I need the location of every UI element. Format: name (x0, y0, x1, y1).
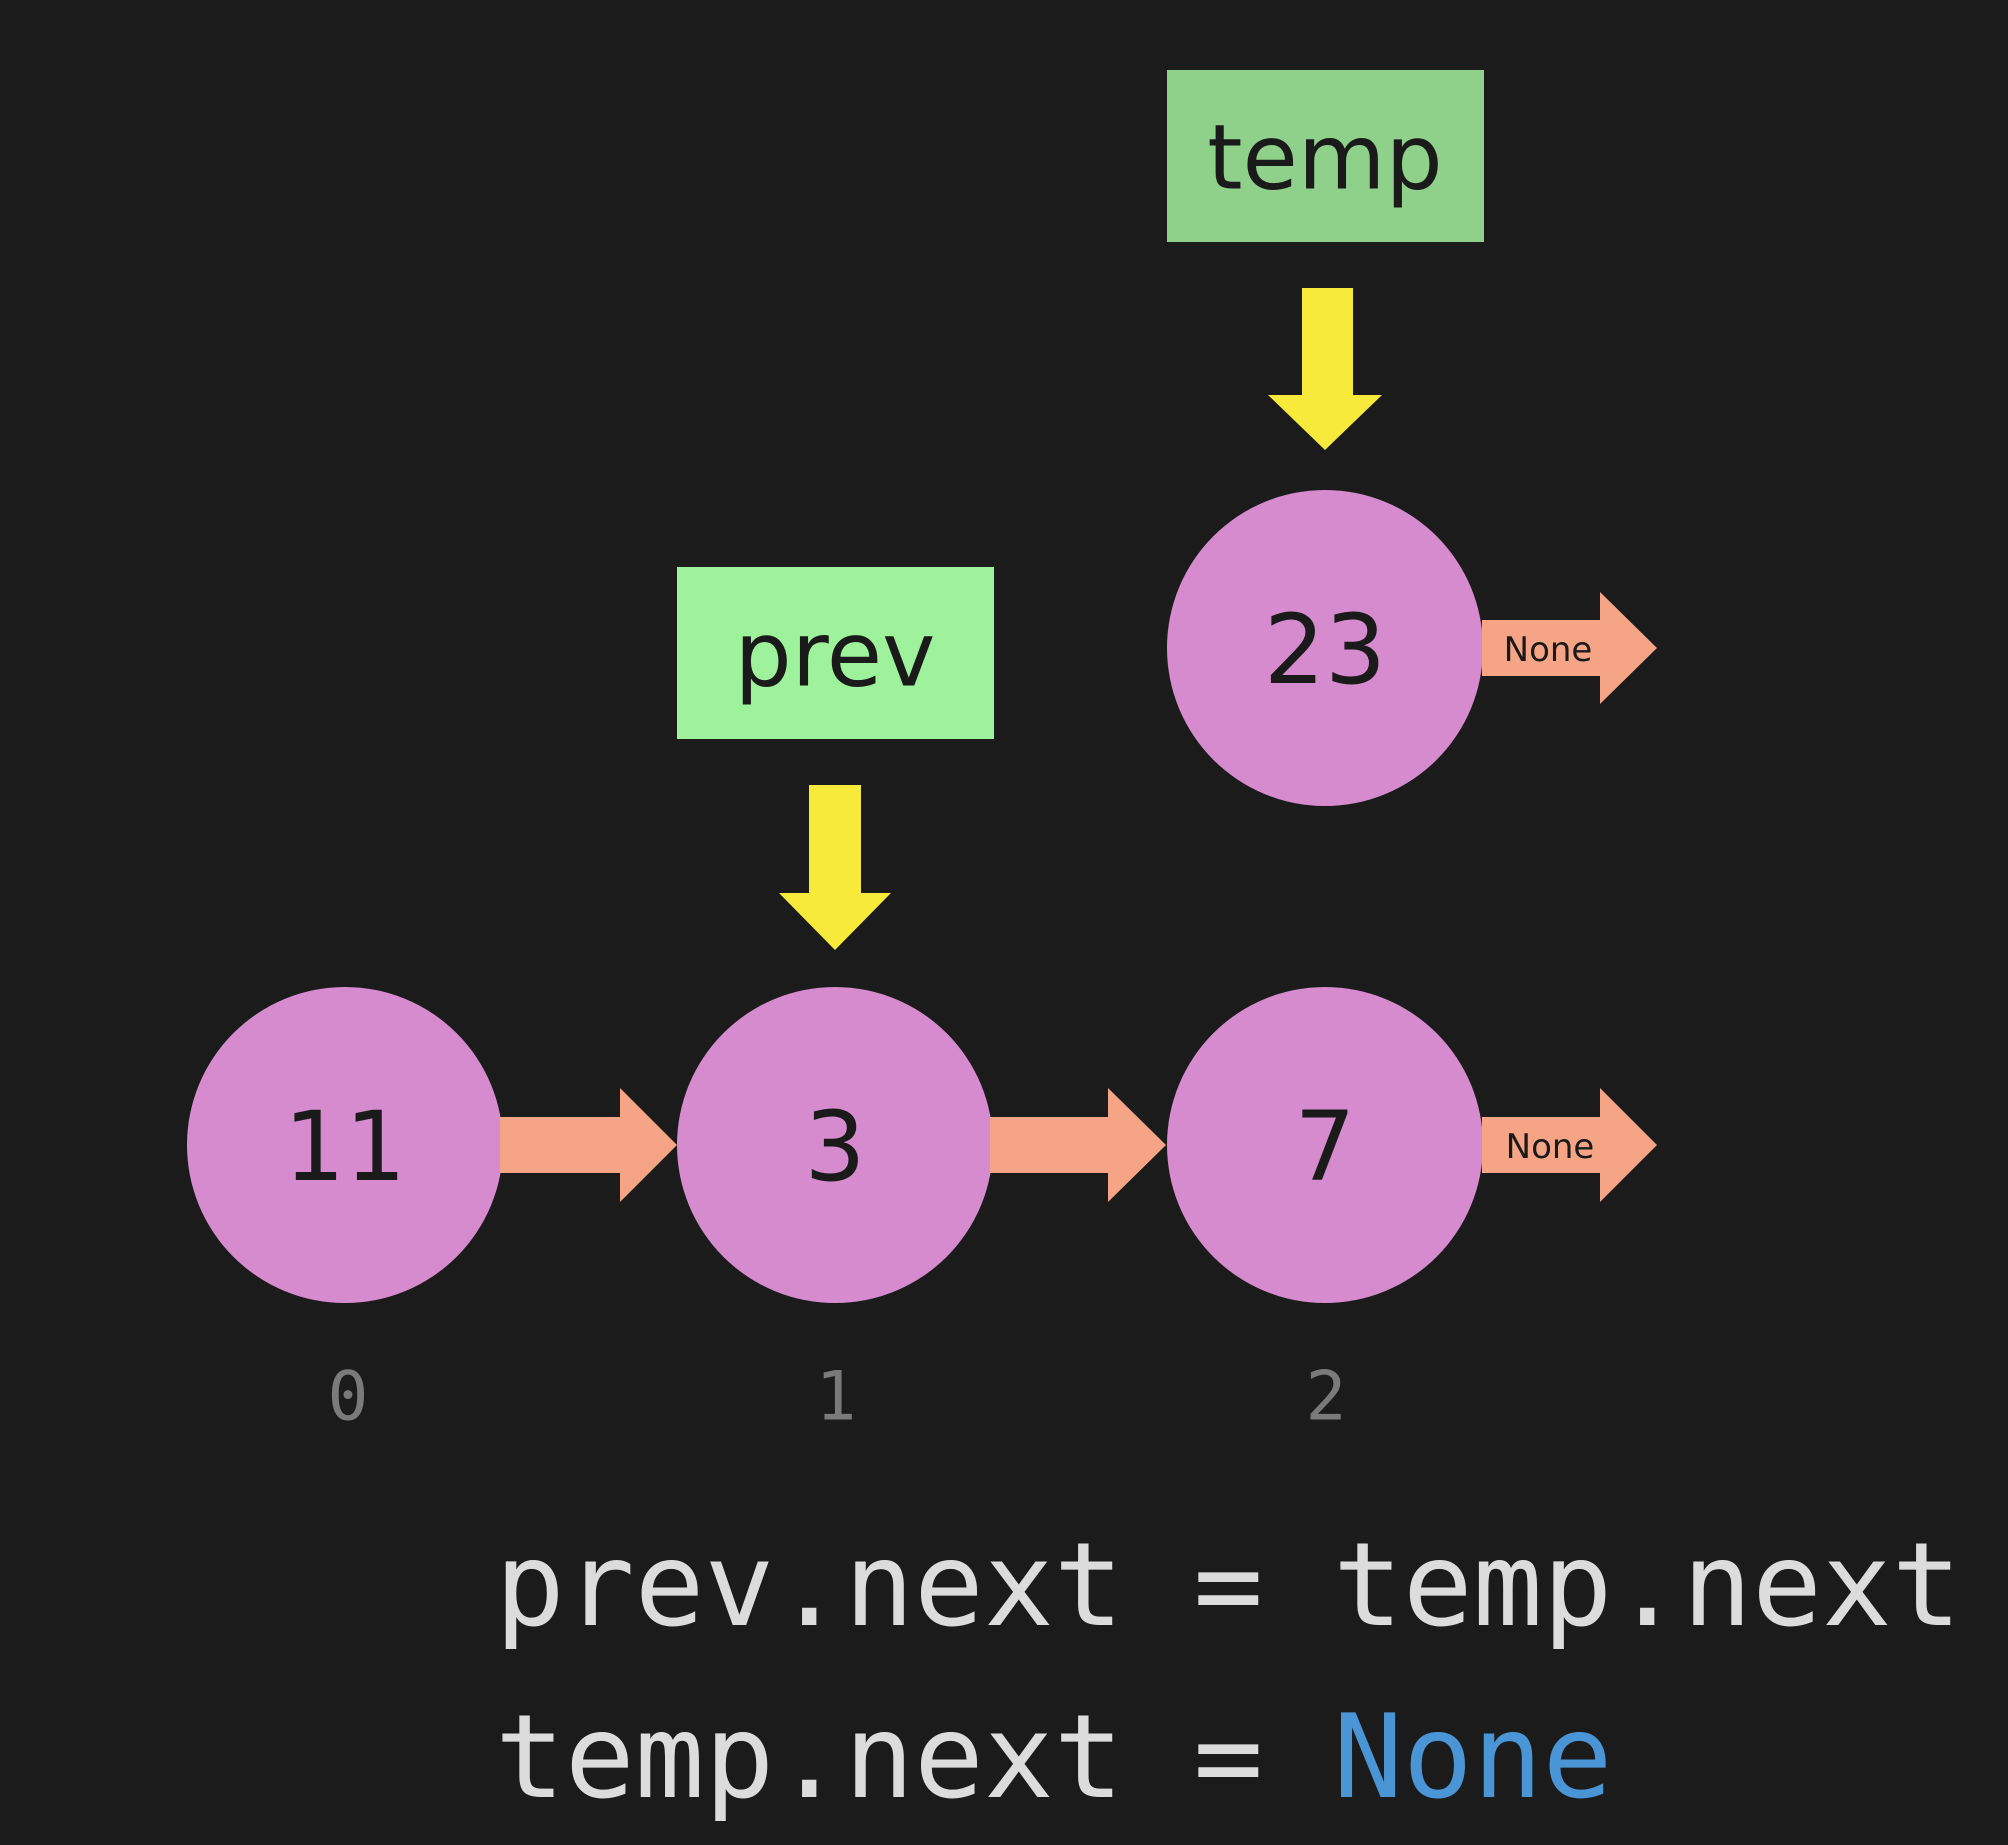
code-line-1: prev.next = temp.next (495, 1518, 1962, 1653)
node-2-value: 7 (1294, 1091, 1355, 1203)
temp-label: temp (1167, 70, 1484, 242)
code-line-2-prefix: temp.next = (495, 1690, 1334, 1825)
temp-label-box (1167, 70, 1484, 242)
node-2: 7 (1167, 987, 1483, 1303)
prev-label-box (677, 567, 994, 739)
node-2-none-arrow-icon (1482, 1088, 1657, 1202)
prev-pointer-arrow-icon (779, 785, 891, 950)
node-0-circle (187, 987, 503, 1303)
link-arrow-1-2-icon (990, 1088, 1166, 1202)
index-1: 1 (816, 1358, 857, 1437)
temp-node-circle (1167, 490, 1483, 806)
temp-label-text: temp (1207, 106, 1442, 211)
temp-node: 23 (1167, 490, 1483, 806)
temp-pointer-arrow-icon (1268, 288, 1382, 450)
temp-node-value: 23 (1264, 594, 1386, 706)
node-2-none-arrow: None (1482, 1088, 1657, 1202)
node-0: 11 (187, 987, 503, 1303)
node-0-value: 11 (284, 1091, 406, 1203)
index-0: 0 (328, 1358, 369, 1437)
temp-none-label: None (1504, 630, 1593, 670)
node-1-value: 3 (804, 1091, 865, 1203)
code-none-keyword: None (1333, 1690, 1613, 1825)
node-2-circle (1167, 987, 1483, 1303)
node-2-none-label: None (1506, 1127, 1595, 1167)
temp-none-arrow-icon (1482, 592, 1657, 704)
prev-label: prev (677, 567, 994, 739)
node-1-circle (677, 987, 993, 1303)
link-arrow-0-1-icon (500, 1088, 677, 1202)
temp-none-arrow: None (1482, 592, 1657, 704)
code-line-2: temp.next = None (495, 1700, 1612, 1816)
prev-label-text: prev (735, 603, 936, 708)
node-1: 3 (677, 987, 993, 1303)
index-2: 2 (1306, 1358, 1347, 1437)
